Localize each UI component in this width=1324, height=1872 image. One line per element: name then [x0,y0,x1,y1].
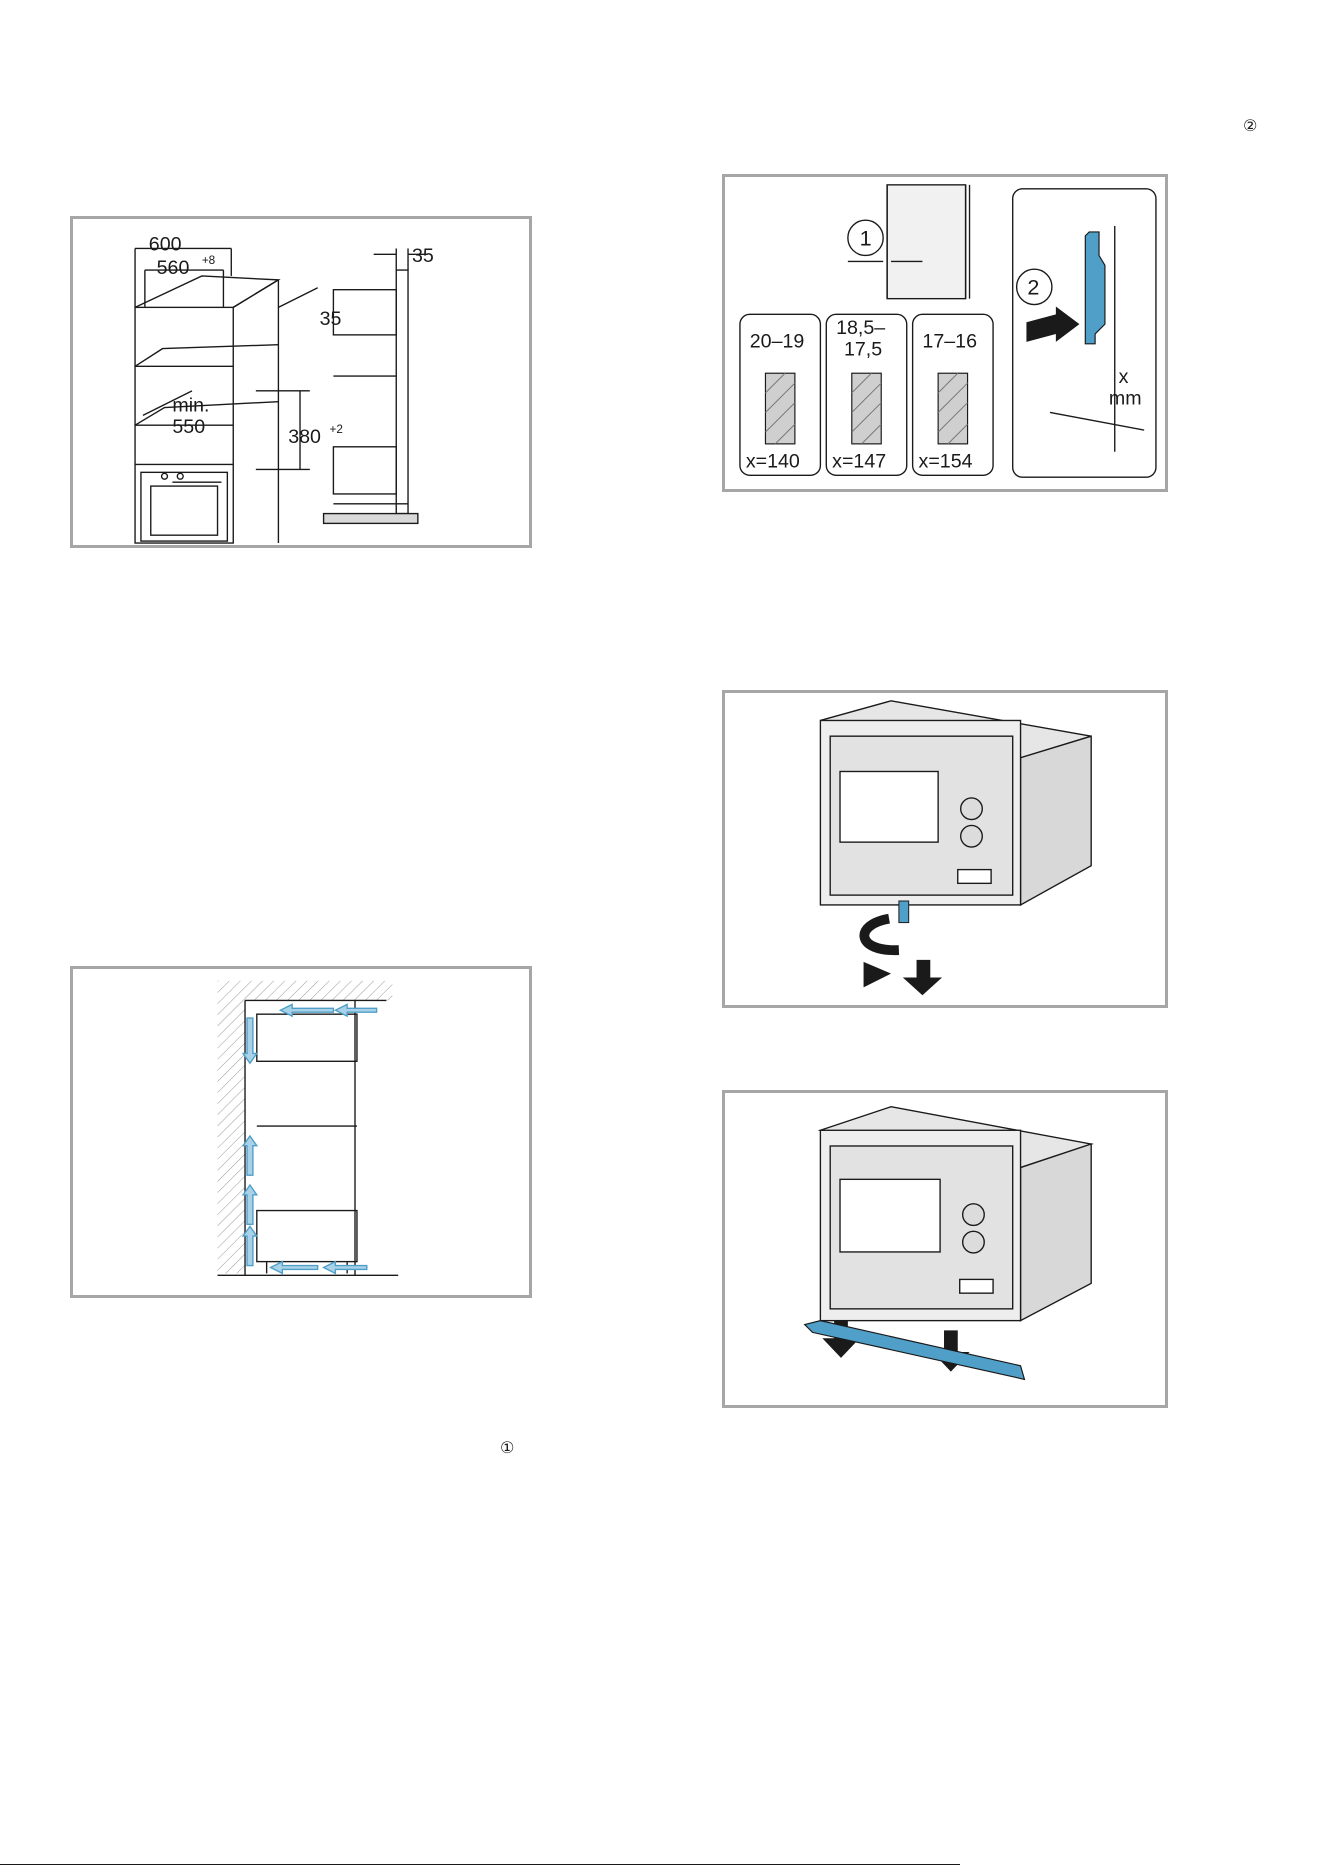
control-knob-1 [963,1204,985,1226]
box2-range-line1: 18,5– [836,317,885,339]
ventilation-drawing [73,969,529,1295]
microwave-window [840,1179,940,1252]
appliance-screw-drawing [725,693,1165,1005]
bracket-installation-drawing: 1 2 20–19 x=140 18,5– 17,5 x=147 17–16 x… [725,177,1165,489]
figure-appliance-screw [722,690,1168,1008]
figure-ventilation [70,966,532,1298]
step-1-number: 1 [860,226,872,251]
control-knob-2 [963,1231,985,1253]
control-knob-1 [961,798,983,820]
cabinet-top [135,276,278,307]
push-arrow [1026,307,1079,342]
dim-560-tolerance: +8 [202,254,216,267]
dim-560: 560 [157,257,190,279]
niche-dimensions-drawing: 600 560 +8 35 min. 550 380 +2 35 [73,219,529,545]
control-knob-2 [961,825,983,847]
step-marker-1: ① [500,1440,514,1456]
down-arrow-icon [903,960,942,995]
step-marker-2: ② [1243,118,1257,134]
dim-550: 550 [172,416,205,438]
box3-x: x=154 [919,450,973,472]
base-strip-drawing [725,1093,1165,1405]
box2-x: x=147 [832,450,886,472]
box3-range: 17–16 [922,331,977,353]
footer-rule [0,1864,960,1865]
figure-niche-dimensions: 600 560 +8 35 min. 550 380 +2 35 [70,216,532,548]
dim-35-depth: 35 [320,308,342,330]
turn-arrow-icon [864,919,899,950]
side-panel [396,270,408,514]
lower-cabinet [257,1211,357,1262]
dim-side-35: 35 [412,245,434,267]
dim-mm-label: mm [1109,388,1142,410]
dim-380-tolerance: +2 [329,423,342,436]
figure-bracket-installation: 1 2 20–19 x=140 18,5– 17,5 x=147 17–16 x… [722,174,1168,492]
dim-600: 600 [149,233,182,255]
dim-min-label: min. [172,394,209,416]
dim-380: 380 [288,426,321,448]
box1-range: 20–19 [750,331,805,353]
dim-x-label: x [1119,366,1129,388]
screw-icon [899,901,909,923]
box2-range-line2: 17,5 [844,339,882,361]
bracket-blue [1085,232,1105,344]
microwave-window [840,771,938,842]
box1-x: x=140 [746,450,800,472]
upper-cabinet [257,1014,357,1061]
figure-base-strip [722,1090,1168,1408]
step-2-number: 2 [1027,275,1039,300]
